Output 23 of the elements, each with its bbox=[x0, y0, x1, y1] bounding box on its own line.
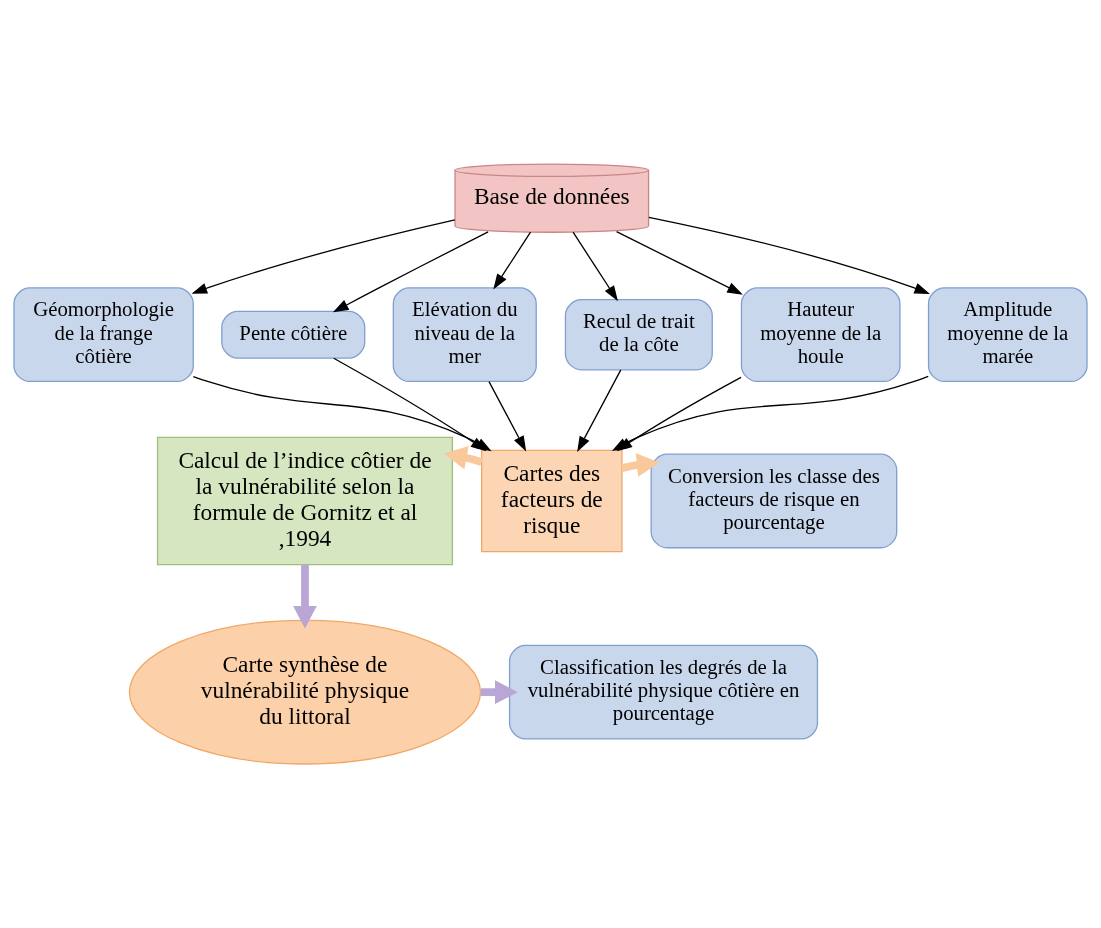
node-box: Amplitude moyenne de la marée bbox=[927, 287, 1088, 383]
node-box: Cartes des facteurs de risque bbox=[481, 449, 623, 553]
node-box: Conversion les classe des facteurs de risque en pourcentage bbox=[650, 453, 898, 549]
node-box: Classification les degrés de la vulnérabilité physique côtière en pourcentage bbox=[508, 644, 819, 740]
arrow bbox=[333, 357, 487, 452]
arrow bbox=[577, 369, 622, 452]
arrow bbox=[648, 216, 930, 295]
node-box: Géomorphologie de la frange côtière bbox=[13, 287, 194, 383]
arrow bbox=[493, 231, 532, 290]
arrow bbox=[332, 231, 489, 313]
arrow bbox=[621, 453, 660, 477]
node-box: Recul de trait de la côte bbox=[564, 299, 713, 371]
node-box: Pente côtière bbox=[221, 310, 366, 359]
arrow bbox=[293, 565, 317, 629]
arrow bbox=[615, 231, 743, 295]
arrow bbox=[488, 380, 527, 452]
node-ellipse: Carte synthèse de vulnérabilité physique du littoral bbox=[128, 619, 482, 765]
node-box: Hauteur moyenne de la houle bbox=[740, 287, 901, 383]
arrow bbox=[444, 445, 483, 470]
arrow bbox=[191, 219, 456, 294]
node-box: Elévation du niveau de la mer bbox=[392, 287, 537, 383]
arrow bbox=[572, 231, 618, 302]
node-box: Calcul de l’indice côtier de la vulnérabilité selon la formule de Gornitz et al ,1994 bbox=[156, 436, 454, 566]
